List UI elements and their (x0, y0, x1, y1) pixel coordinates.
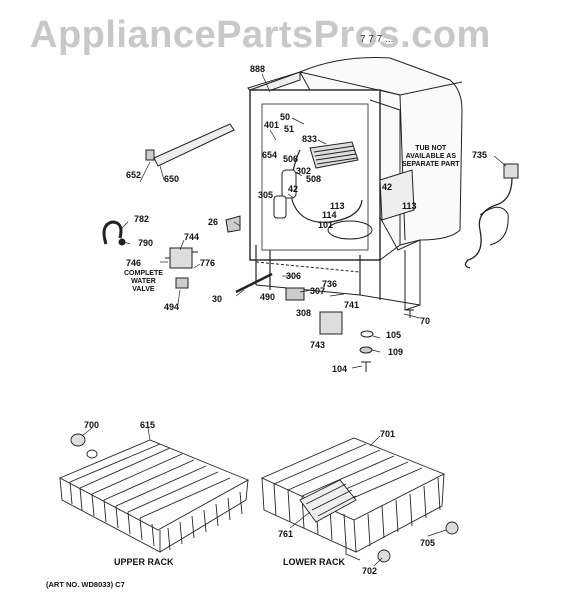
part-label[interactable]: 652 (126, 170, 142, 180)
part-label[interactable]: 109 (388, 347, 404, 357)
drain-hose (102, 220, 126, 246)
water-valve (165, 247, 198, 289)
part-label[interactable]: 746 (126, 258, 142, 268)
part-label[interactable]: 735 (472, 150, 488, 160)
part-label[interactable]: 736 (322, 279, 338, 289)
part-label[interactable]: 782 (134, 214, 150, 224)
part-label[interactable]: 306 (286, 271, 302, 281)
note-line: VALVE (132, 286, 155, 293)
note-line: SEPARATE PART (402, 161, 460, 168)
part-label[interactable]: 700 (84, 420, 100, 430)
part-label[interactable]: 305 (258, 190, 274, 200)
vent-grill (309, 141, 359, 169)
part-label[interactable]: 490 (260, 292, 276, 302)
part-490 (285, 287, 305, 301)
part-label[interactable]: 113 (330, 201, 345, 211)
part-label[interactable]: 833 (302, 134, 318, 144)
caption-upper-rack: UPPER RACK (114, 557, 174, 567)
note-line: COMPLETE (124, 270, 163, 277)
part-label[interactable]: 508 (306, 174, 322, 184)
part-label[interactable]: 743 (310, 340, 326, 350)
screw-70 (406, 309, 414, 318)
part-label[interactable]: 114 (322, 210, 337, 220)
tub-assembly (247, 57, 463, 311)
note-line: AVAILABLE AS (405, 153, 456, 160)
part-label[interactable]: 741 (344, 300, 360, 310)
part-label[interactable]: 702 (362, 566, 378, 576)
part-label[interactable]: 113 (402, 201, 417, 211)
upper-rack (58, 433, 250, 553)
part-label[interactable]: 105 (386, 330, 402, 340)
part-label[interactable]: 50 (280, 112, 291, 122)
part-label[interactable]: 761 (278, 529, 294, 539)
washer-105 (360, 330, 374, 338)
bracket-26 (225, 215, 241, 233)
door-gasket-strip (145, 123, 235, 167)
part-label[interactable]: 776 (200, 258, 216, 268)
part-label[interactable]: 744 (184, 232, 200, 242)
note-line: TUB NOT (415, 145, 447, 152)
part-label[interactable]: 701 (380, 429, 396, 439)
leader-lines (119, 73, 507, 369)
rack-leader-lines (81, 427, 447, 567)
part-label[interactable]: 26 (208, 217, 219, 227)
part-label[interactable]: 51 (284, 124, 295, 134)
part-label[interactable]: 401 (264, 120, 280, 130)
screw-104 (361, 361, 371, 372)
part-label[interactable]: 30 (212, 294, 223, 304)
part-label[interactable]: 506 (283, 154, 299, 164)
part-label[interactable]: 888 (250, 64, 266, 74)
part-label[interactable]: 307 (310, 286, 326, 296)
washer-109 (359, 346, 373, 354)
part-label[interactable]: 654 (262, 150, 278, 160)
part-label[interactable]: 101 (318, 220, 334, 230)
part-label[interactable]: 308 (296, 308, 312, 318)
reference-code: 7 7 7 ... (360, 34, 394, 45)
note-line: WATER (131, 278, 156, 285)
part-label[interactable]: 494 (164, 302, 180, 312)
part-label[interactable]: 705 (420, 538, 436, 548)
rod-30 (235, 272, 273, 294)
part-label[interactable]: 790 (138, 238, 154, 248)
part-label[interactable]: 42 (382, 182, 393, 192)
part-label[interactable]: 650 (164, 174, 180, 184)
art-number: (ART NO. WD8033) C7 (46, 580, 125, 589)
part-label[interactable]: 42 (288, 184, 299, 194)
part-label[interactable]: 104 (332, 364, 348, 374)
note-complete-water-valve: COMPLETE WATER VALVE (124, 270, 163, 294)
note-tub-not-available: TUB NOT AVAILABLE AS SEPARATE PART (402, 145, 460, 169)
part-label[interactable]: 70 (420, 316, 431, 326)
watermark: AppliancePartsPros.com (30, 14, 491, 56)
part-label[interactable]: 302 (296, 166, 312, 176)
caption-lower-rack: LOWER RACK (283, 557, 345, 567)
switch-743 (319, 311, 343, 335)
power-cord (464, 163, 519, 269)
silverware-basket (299, 479, 357, 523)
part-label[interactable]: 615 (140, 420, 156, 430)
